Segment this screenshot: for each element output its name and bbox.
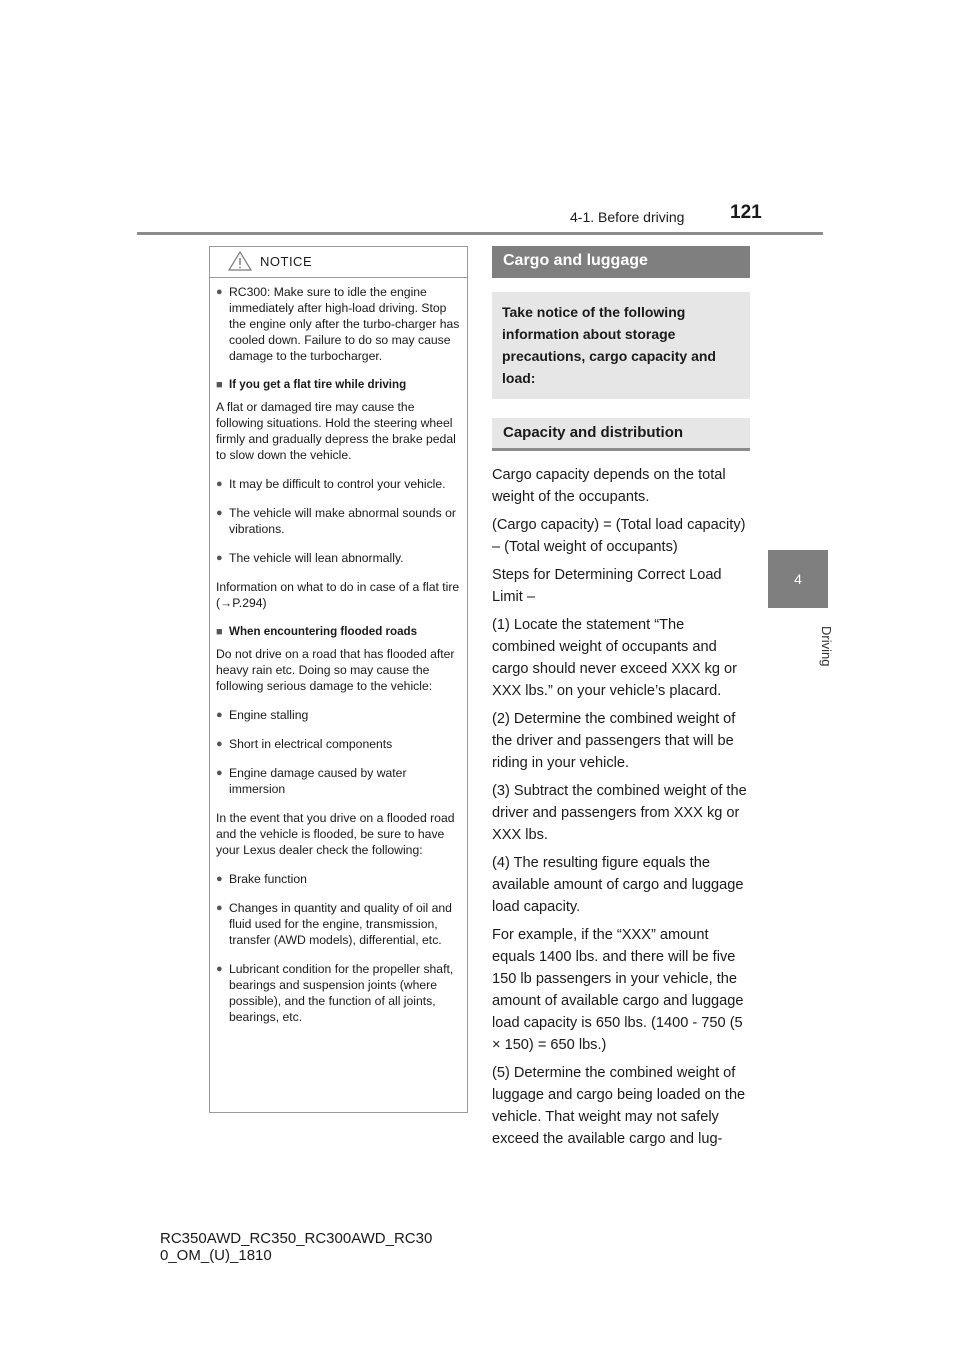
notice-body: RC300: Make sure to idle the engine imme… (210, 278, 467, 1025)
paragraph: (2) Determine the combined weight of the… (492, 711, 736, 771)
section-title: Cargo and luggage (492, 246, 750, 278)
main-column: Cargo and luggage Take notice of the fol… (492, 246, 750, 1156)
notice-item: Changes in quantity and quality of oil a… (216, 900, 461, 948)
header-rule (137, 232, 823, 235)
notice-item: RC300: Make sure to idle the engine imme… (216, 284, 461, 364)
notice-item: Do not drive on a road that has flooded … (216, 647, 455, 693)
notice-item: Engine stalling (216, 707, 461, 723)
paragraph: Steps for Determining Correct Load Limit… (492, 567, 722, 605)
notice-title: NOTICE (260, 254, 313, 269)
notice-item: Lubricant condition for the propeller sh… (216, 961, 461, 1025)
document-code-line: RC350AWD_RC350_RC300AWD_RC30 (160, 1230, 433, 1247)
notice-item: In the event that you drive on a flooded… (216, 811, 455, 857)
notice-box: NOTICE RC300: Make sure to idle the engi… (209, 246, 468, 1113)
intro-box: Take notice of the following information… (492, 292, 750, 399)
notice-item: The vehicle will make abnormal sounds or… (216, 505, 461, 537)
notice-item: Short in electrical components (216, 736, 461, 752)
chapter-tab: 4 (768, 550, 828, 608)
page-number: 121 (730, 202, 762, 223)
paragraph: (Cargo capacity) = (Total load capacity)… (492, 517, 746, 555)
paragraph: (3) Subtract the combined weight of the … (492, 783, 747, 843)
document-code: RC350AWD_RC350_RC300AWD_RC30 0_OM_(U)_18… (160, 1230, 432, 1264)
paragraph: (1) Locate the statement “The combined w… (492, 617, 737, 699)
section-heading: 4-1. Before driving (570, 209, 685, 225)
paragraph: Cargo capacity depends on the total weig… (492, 467, 726, 505)
notice-item: A flat or damaged tire may cause the fol… (216, 400, 456, 462)
paragraph: For example, if the “XXX” amount equals … (492, 927, 744, 1053)
notice-item: Information on what to do in case of a f… (216, 580, 460, 610)
chapter-label: Driving (819, 625, 834, 667)
notice-item: The vehicle will lean abnormally. (216, 550, 461, 566)
notice-item: Engine damage caused by water immersion (216, 765, 461, 797)
body-text: Cargo capacity depends on the total weig… (492, 464, 750, 1150)
notice-header: NOTICE (210, 247, 467, 278)
paragraph: (5) Determine the combined weight of lug… (492, 1065, 746, 1147)
paragraph: (4) The resulting figure equals the avai… (492, 855, 744, 915)
notice-subheading: When encountering flooded roads (216, 624, 461, 640)
subsection-title: Capacity and distribution (492, 418, 750, 451)
notice-subheading: If you get a flat tire while driving (216, 377, 461, 393)
warning-triangle-icon (228, 251, 252, 271)
notice-item: It may be difficult to control your vehi… (216, 476, 461, 492)
notice-item: Brake function (216, 871, 461, 887)
document-code-line: 0_OM_(U)_1810 (160, 1247, 272, 1264)
